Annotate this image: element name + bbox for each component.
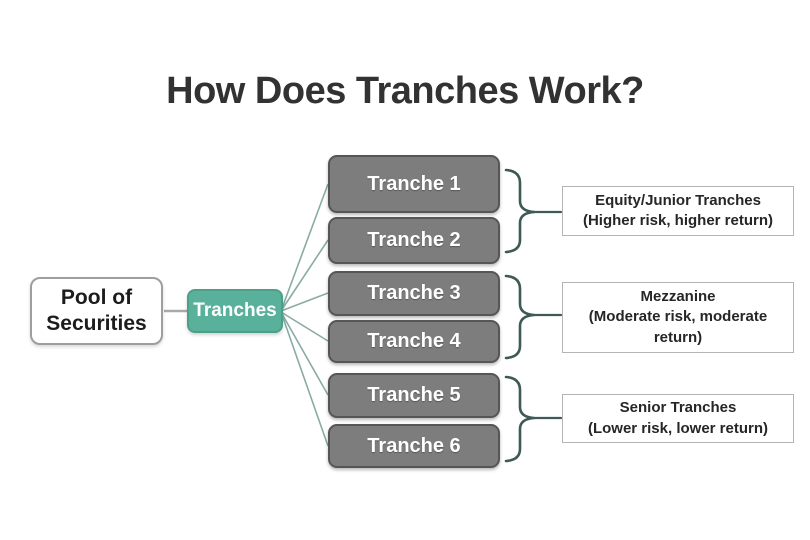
- tranche-2-box: Tranche 2: [328, 217, 500, 264]
- pool-label-line2: Securities: [46, 312, 147, 335]
- equity-junior-tranches-label: Equity/Junior Tranches (Higher risk, hig…: [562, 186, 794, 236]
- fan-lines: [280, 183, 329, 447]
- tranche-1-label: Tranche 1: [367, 172, 461, 195]
- group-3-name: Senior Tranches: [619, 399, 737, 417]
- curly-bracket-1: [504, 168, 536, 254]
- group-brackets: [504, 168, 563, 463]
- tranches-hub-box: Tranches: [187, 289, 283, 333]
- fan-line-4: [280, 311, 329, 342]
- fan-line-5: [280, 311, 329, 396]
- page-title: How Does Tranches Work?: [166, 70, 644, 112]
- fan-line-2: [280, 239, 329, 312]
- tranche-1-box: Tranche 1: [328, 155, 500, 213]
- tranche-3-box: Tranche 3: [328, 271, 500, 316]
- senior-tranches-label: Senior Tranches (Lower risk, lower retur…: [562, 394, 794, 443]
- pool-of-securities-box: Pool of Securities: [30, 277, 163, 345]
- tranche-4-label: Tranche 4: [367, 330, 461, 352]
- fan-line-3: [280, 292, 329, 312]
- tranche-6-label: Tranche 6: [367, 434, 461, 457]
- group-1-detail: (Higher risk, higher return): [582, 212, 774, 229]
- fan-line-6: [280, 311, 329, 447]
- curly-bracket-3: [504, 375, 536, 463]
- tranche-6-box: Tranche 6: [328, 424, 500, 468]
- group-2-name: Mezzanine: [640, 288, 716, 306]
- curly-bracket-2: [504, 274, 536, 360]
- tranche-2-label: Tranche 2: [367, 229, 461, 251]
- tranche-5-label: Tranche 5: [367, 384, 461, 406]
- tranche-3-label: Tranche 3: [367, 282, 461, 304]
- tranche-5-box: Tranche 5: [328, 373, 500, 418]
- tranche-4-box: Tranche 4: [328, 320, 500, 363]
- group-2-detail: (Moderate risk, moderate return): [588, 308, 768, 346]
- group-3-detail: (Lower risk, lower return): [587, 419, 769, 437]
- group-1-name: Equity/Junior Tranches: [595, 191, 761, 209]
- mezzanine-label: Mezzanine (Moderate risk, moderate retur…: [562, 282, 794, 353]
- pool-label-line1: Pool of: [60, 285, 133, 309]
- fan-line-1: [280, 183, 329, 312]
- tranches-hub-label: Tranches: [193, 300, 277, 321]
